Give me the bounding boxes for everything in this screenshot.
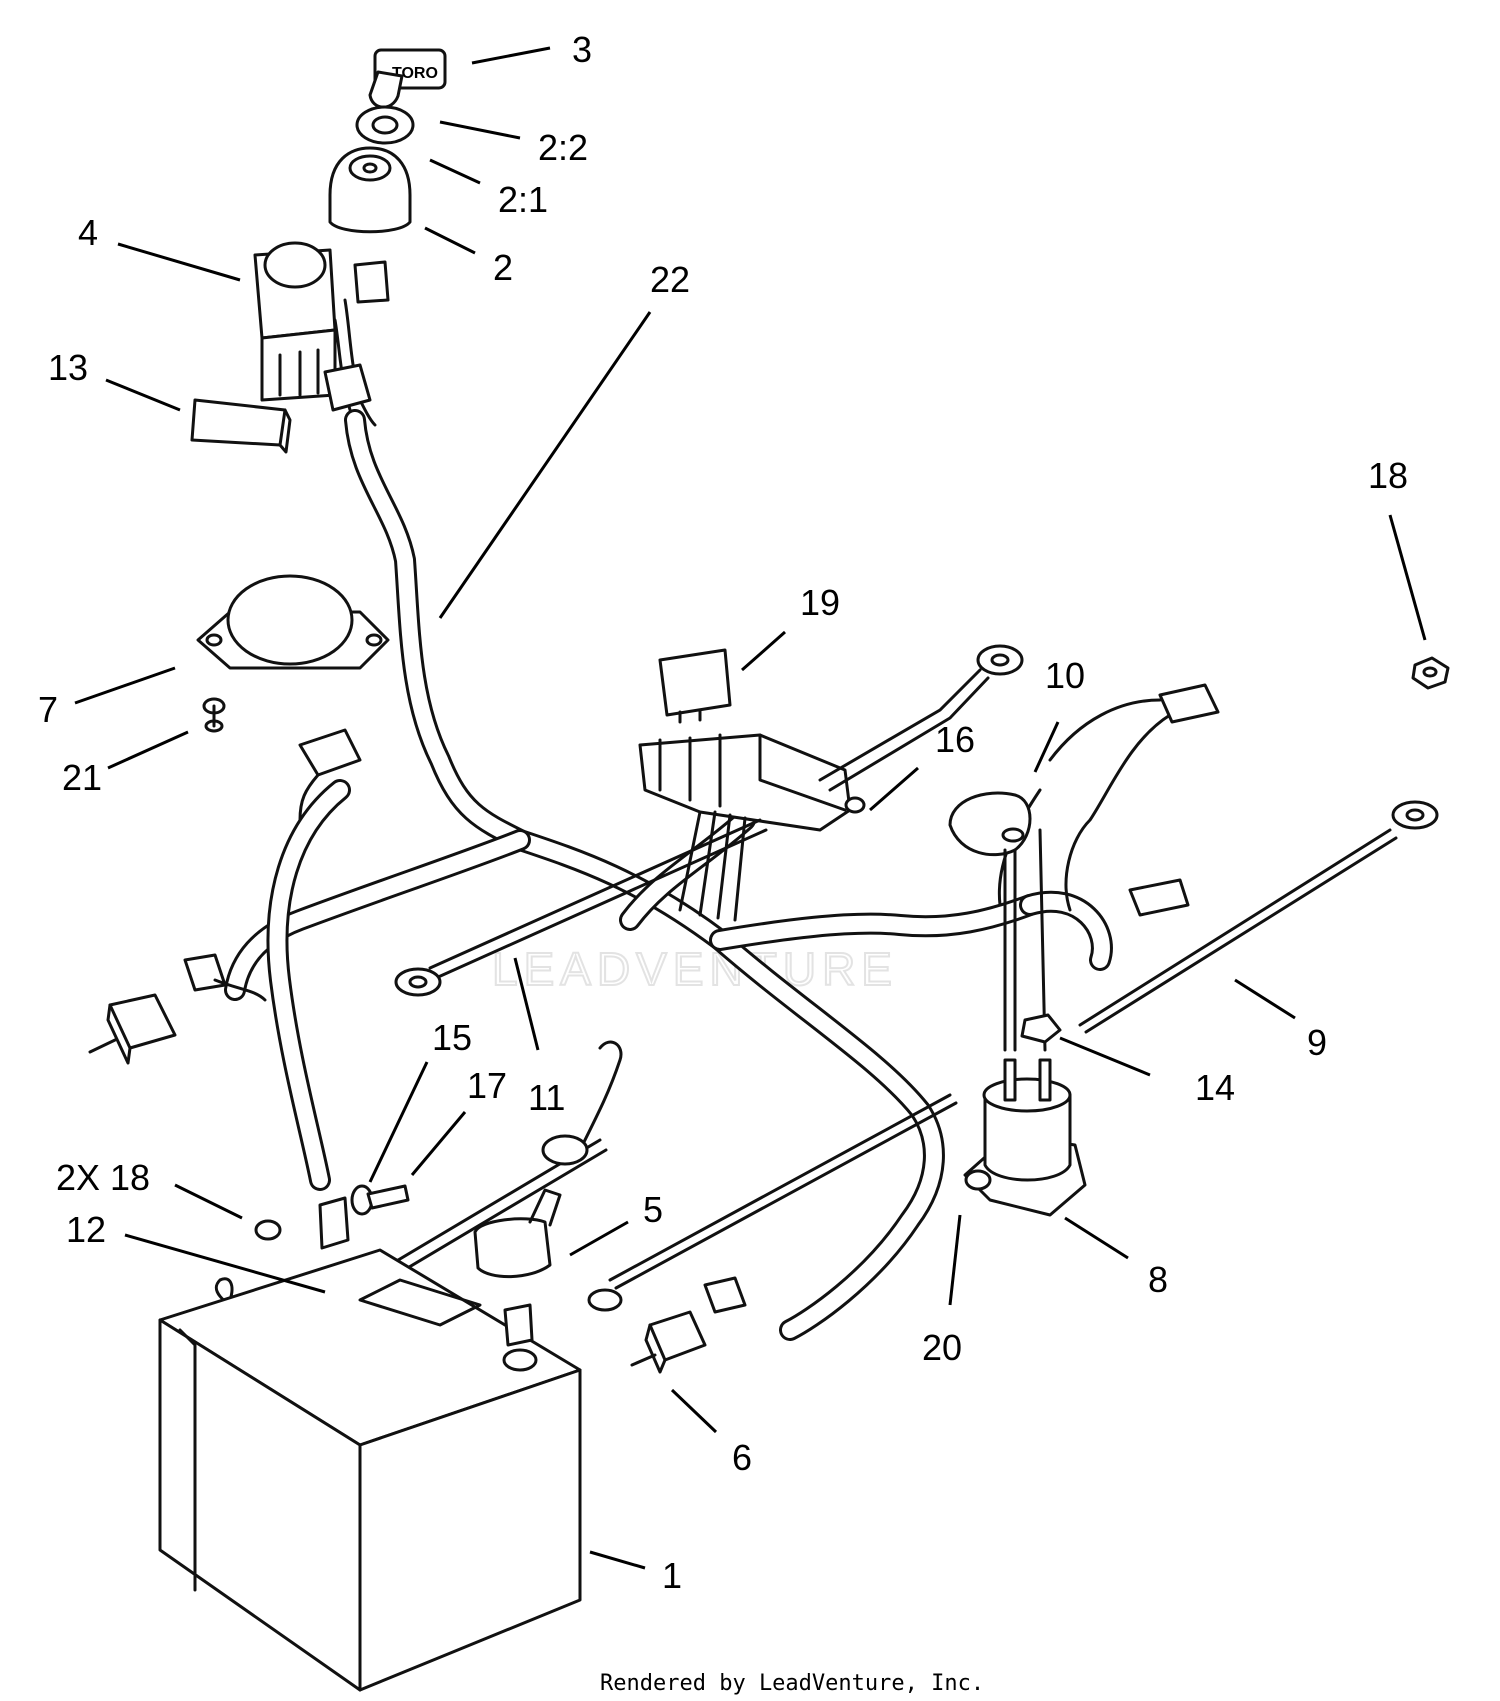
callout-2-2: 2:2 bbox=[538, 127, 588, 168]
callout-10: 10 bbox=[1045, 655, 1085, 696]
fuse-cable bbox=[818, 644, 1024, 792]
hold-down-bolt bbox=[350, 1184, 410, 1216]
starter-cable bbox=[1078, 800, 1439, 1034]
screw bbox=[202, 697, 226, 733]
callout-13: 13 bbox=[48, 347, 88, 388]
leader-lines bbox=[74, 46, 1427, 1570]
callout-2-1: 2:1 bbox=[498, 179, 548, 220]
starter-solenoid bbox=[963, 1058, 1087, 1217]
callout-6: 6 bbox=[732, 1437, 752, 1478]
meter-connector bbox=[298, 728, 362, 822]
callout-21: 21 bbox=[62, 757, 102, 798]
terminal-boot bbox=[948, 791, 1047, 1052]
callout-7: 7 bbox=[38, 689, 58, 730]
footer-credit: Rendered by LeadVenture, Inc. bbox=[600, 1671, 984, 1696]
callout-22: 22 bbox=[650, 259, 690, 300]
callout-1: 1 bbox=[662, 1555, 682, 1596]
seat-switch-connector bbox=[88, 953, 267, 1065]
hold-down-bracket bbox=[254, 1196, 350, 1250]
harness-connectors bbox=[1128, 683, 1220, 917]
ignition-key: TORO bbox=[368, 48, 447, 109]
callout-2x18: 2X 18 bbox=[56, 1157, 150, 1198]
terminal-nut bbox=[1020, 1013, 1062, 1044]
callout-5: 5 bbox=[643, 1189, 663, 1230]
callout-12: 12 bbox=[66, 1209, 106, 1250]
ignition-switch bbox=[328, 146, 412, 234]
callout-19: 19 bbox=[800, 582, 840, 623]
callout-labels: 3 2:2 2:1 2 4 22 13 18 19 10 7 16 21 9 1… bbox=[38, 29, 1408, 1596]
callout-16: 16 bbox=[935, 719, 975, 760]
callout-14: 14 bbox=[1195, 1067, 1235, 1108]
watermark: LEADVENTURE bbox=[492, 943, 898, 995]
callout-2: 2 bbox=[493, 247, 513, 288]
switch-cover bbox=[190, 398, 292, 454]
key-label: TORO bbox=[392, 65, 438, 82]
pto-switch bbox=[253, 241, 390, 427]
callout-3: 3 bbox=[572, 29, 592, 70]
callout-20: 20 bbox=[922, 1327, 962, 1368]
callout-18: 18 bbox=[1368, 455, 1408, 496]
hour-meter bbox=[196, 574, 390, 670]
callout-8: 8 bbox=[1148, 1259, 1168, 1300]
callout-9: 9 bbox=[1307, 1022, 1327, 1063]
relay bbox=[658, 648, 732, 724]
callout-15: 15 bbox=[432, 1017, 472, 1058]
switch-nut bbox=[355, 105, 415, 145]
battery bbox=[158, 1248, 582, 1692]
callout-4: 4 bbox=[78, 212, 98, 253]
callout-11: 11 bbox=[528, 1077, 565, 1118]
callout-17: 17 bbox=[467, 1065, 507, 1106]
brake-switch-connector bbox=[630, 1276, 747, 1374]
battery-cable-positive bbox=[473, 1093, 958, 1312]
fuse-block bbox=[638, 733, 866, 922]
flange-nut bbox=[1411, 656, 1450, 690]
battery-cable-negative bbox=[394, 818, 768, 997]
